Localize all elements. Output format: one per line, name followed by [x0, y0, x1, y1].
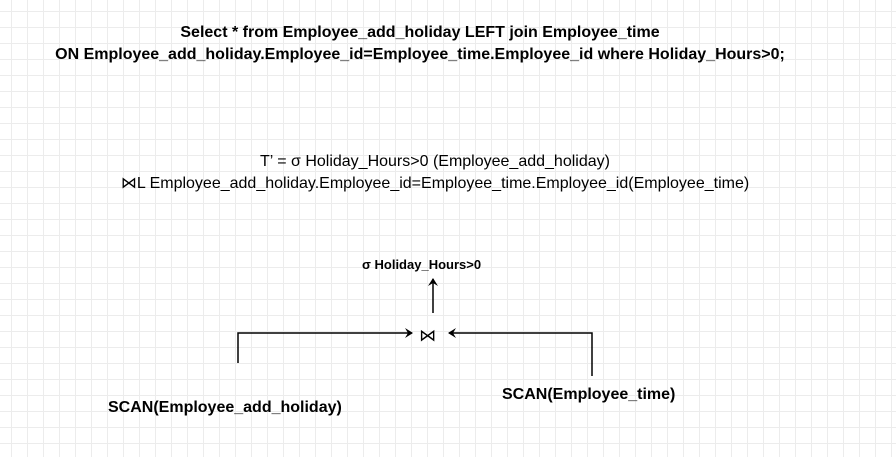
join-node: ⋈ [419, 326, 436, 346]
relational-algebra-expression: T’ = σ Holiday_Hours>0 (Employee_add_hol… [0, 151, 870, 195]
sql-query-line-2: ON Employee_add_holiday.Employee_id=Empl… [55, 46, 785, 63]
sql-query-line-1: Select * from Employee_add_holiday LEFT … [180, 24, 660, 41]
selection-node: σ Holiday_Hours>0 [362, 257, 482, 272]
left-scan-to-join-edge [237, 328, 413, 363]
right-scan-to-join-edge [448, 328, 593, 376]
sql-query: Select * from Employee_add_holiday LEFT … [0, 22, 840, 66]
algebra-line-1: T’ = σ Holiday_Hours>0 (Employee_add_hol… [260, 153, 610, 170]
left-scan-node: SCAN(Employee_add_holiday) [108, 399, 342, 416]
right-scan-node: SCAN(Employee_time) [502, 386, 676, 403]
algebra-line-2: ⋈L Employee_add_holiday.Employee_id=Empl… [120, 175, 750, 192]
